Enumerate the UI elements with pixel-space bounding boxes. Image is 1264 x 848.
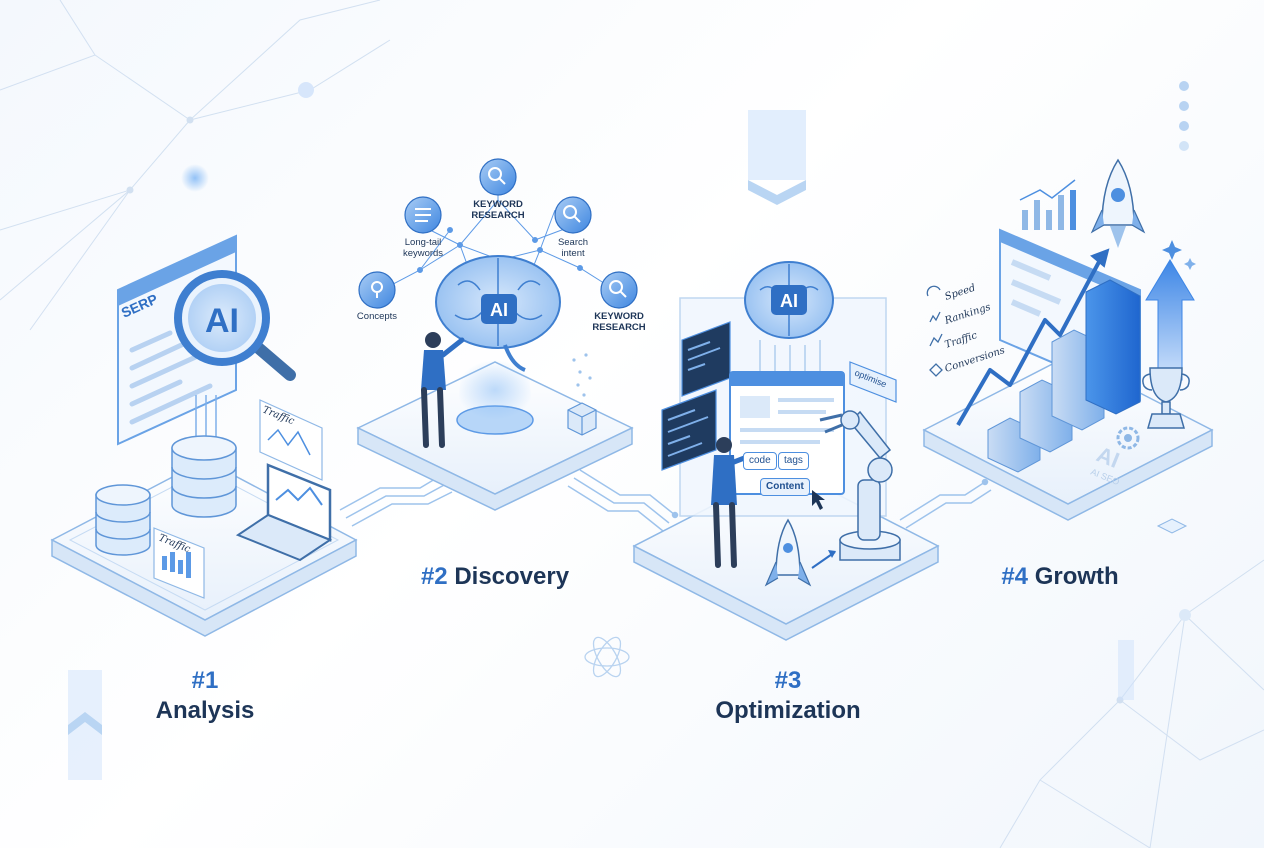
node-label-long-tail: Long-tail keywords (402, 237, 444, 259)
metric-rankings: Rankings (943, 302, 992, 327)
metric-icons (926, 285, 943, 377)
stage-4-number: #4 (1001, 563, 1029, 590)
mini-chart-top (1019, 179, 1076, 230)
chip-content: Content (760, 478, 810, 496)
stage-4-label: #4 Growth (985, 562, 1135, 592)
magnifier-icon (174, 270, 296, 381)
person-figure (421, 332, 465, 448)
stage-2-name: Discovery (454, 563, 570, 590)
rocket-icon-small (764, 518, 836, 587)
data-beam (195, 395, 217, 440)
node-label-keyword-top: KEYWORD RESEARCH (471, 199, 525, 221)
traffic-card-bars (153, 527, 205, 599)
trophy-icon (1142, 367, 1190, 429)
glow-dot (181, 164, 209, 192)
rocket-icon (1090, 158, 1146, 248)
discovery-ai-label: AI (490, 300, 508, 320)
stage-3-name: Optimization (715, 697, 861, 724)
decor-dots (1179, 81, 1189, 151)
cube-icon (567, 402, 597, 436)
optimise-tag (849, 361, 897, 403)
metric-traffic: Traffic (944, 330, 979, 351)
atom-icon (584, 636, 630, 678)
icon-search-intent (554, 196, 592, 234)
database-icon (171, 435, 237, 518)
stage-2-number: #2 (420, 563, 448, 590)
gear-icon (1116, 426, 1140, 450)
stage-2-label: #2 Discovery (400, 562, 590, 592)
floating-chip (1156, 518, 1188, 534)
browser-window (729, 371, 845, 495)
metric-conversions: Conversions (944, 345, 1007, 375)
chip-tags: tags (778, 452, 809, 470)
node-label-search-intent: Search intent (557, 237, 589, 259)
cursor-icon (812, 490, 825, 510)
database-small-icon (95, 484, 151, 556)
stage-3-number: #3 (774, 667, 802, 694)
stage-3-label: #3 Optimization (700, 666, 876, 726)
stage-1-label: #1 Analysis (140, 666, 270, 726)
code-panel-left-2 (661, 389, 717, 471)
up-arrow-icon (1145, 240, 1196, 381)
brain-icon (435, 255, 561, 372)
code-panel-left (681, 321, 731, 397)
analysis-ai-label: AI (205, 302, 239, 340)
metric-speed: Speed (944, 283, 977, 303)
robot-arm (819, 410, 901, 561)
portal-beam (456, 360, 534, 435)
decor-chevrons (68, 110, 1134, 780)
growth-arrow (956, 248, 1110, 427)
icon-concepts (358, 271, 396, 309)
node-label-concepts: Concepts (356, 311, 398, 322)
stage-4-name: Growth (1034, 563, 1119, 590)
traffic-card-small (259, 399, 323, 481)
chip-code: code (743, 452, 777, 470)
bar-chart-3d (987, 279, 1141, 473)
brain-icon-2 (744, 261, 834, 339)
laptop-icon (235, 463, 333, 562)
person-figure-2 (711, 437, 755, 568)
optimization-ai-label: AI (780, 291, 798, 311)
icon-long-tail (404, 196, 442, 234)
node-label-keyword-right: KEYWORD RESEARCH (592, 311, 646, 333)
particle-stream (572, 353, 592, 397)
icon-keyword-top (479, 158, 517, 196)
stage-1-name: Analysis (155, 697, 255, 724)
stage-1-number: #1 (191, 667, 219, 694)
icon-keyword-right (600, 271, 638, 309)
